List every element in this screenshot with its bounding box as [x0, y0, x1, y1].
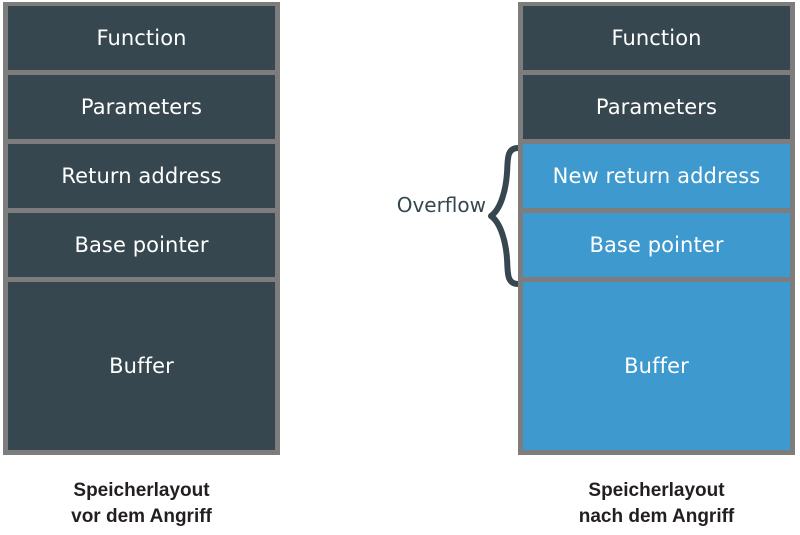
memory-stack-before: Function Parameters Return address Base … — [3, 2, 280, 455]
memory-stack-after: Function Parameters New return address B… — [518, 2, 795, 455]
memory-block-parameters: Parameters — [8, 75, 275, 139]
overflow-label: Overflow — [396, 193, 486, 217]
memory-block-parameters-after: Parameters — [523, 75, 790, 139]
curly-brace-icon — [488, 145, 520, 287]
memory-block-return-address: Return address — [8, 144, 275, 208]
memory-block-buffer: Buffer — [8, 282, 275, 450]
caption-before-attack: Speicherlayout vor dem Angriff — [71, 480, 212, 527]
memory-block-function: Function — [8, 6, 275, 70]
caption-after-attack: Speicherlayout nach dem Angriff — [578, 480, 735, 527]
memory-block-base-pointer: Base pointer — [8, 213, 275, 277]
memory-block-buffer-after: Buffer — [523, 282, 790, 450]
overflow-annotation: Overflow — [370, 145, 520, 287]
memory-block-function-after: Function — [523, 6, 790, 70]
memory-block-base-pointer-after: Base pointer — [523, 213, 790, 277]
memory-block-new-return-address: New return address — [523, 144, 790, 208]
